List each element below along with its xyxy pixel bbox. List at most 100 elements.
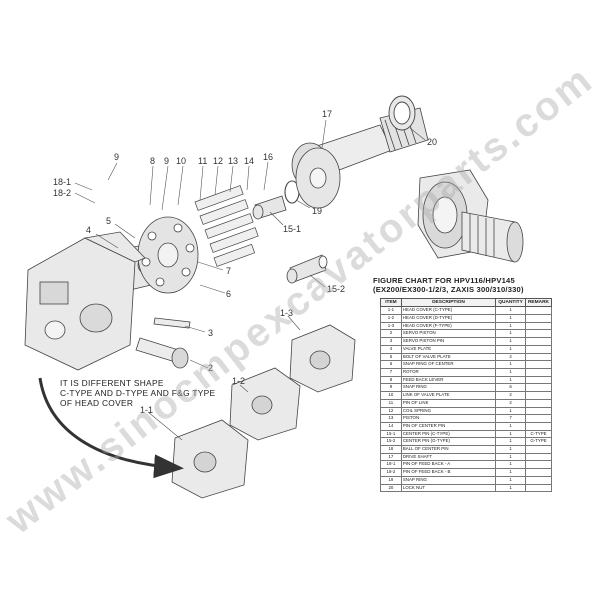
callout-19: 19 [312, 206, 322, 216]
cell-description: SERVO PISTON PIN [400, 337, 497, 346]
pump-body-drawing [417, 169, 524, 263]
callout-11: 11 [198, 156, 207, 166]
cell-quantity: 1 [495, 421, 527, 431]
callout-15-2: 15-2 [327, 284, 345, 294]
callout-16: 16 [263, 152, 273, 162]
cell-quantity: 1 [495, 460, 527, 470]
cell-remark [525, 375, 552, 385]
cell-quantity: 1 [495, 445, 527, 454]
callout-labels: 9 18-1 18-2 8 9 10 11 12 13 14 16 17 20 … [53, 109, 437, 415]
callout-5: 5 [106, 216, 111, 226]
cell-quantity: 1 [495, 329, 527, 339]
cell-description: DRIVE SHAFT [400, 452, 497, 462]
callout-8: 8 [150, 156, 155, 166]
cell-description: HEAD COVER (C-TYPE) [400, 306, 497, 316]
callout-1-3: 1-3 [280, 308, 293, 318]
cell-quantity: 7 [495, 414, 527, 423]
callout-1-2: 1-2 [232, 376, 245, 386]
cell-remark [525, 406, 552, 416]
callout-4: 4 [86, 225, 91, 235]
cell-quantity: 6 [495, 383, 527, 393]
cell-item: 11 [380, 398, 402, 408]
cell-remark [525, 468, 552, 477]
figure-chart-heading: FIGURE CHART FOR HPV116/HPV145 (EX200/EX… [373, 276, 558, 294]
cell-quantity: 1 [495, 468, 527, 477]
cell-quantity: 1 [495, 321, 527, 331]
cell-remark [525, 352, 552, 362]
cell-description: HEAD COVER (F-TYPE) [400, 321, 497, 331]
cell-quantity: 2 [495, 398, 527, 408]
cell-quantity: 1 [495, 375, 527, 385]
cell-remark [525, 483, 552, 493]
cell-item: 3 [380, 337, 402, 346]
cell-remark [525, 337, 552, 346]
cell-remark [525, 445, 552, 454]
cell-description: SNAP RING [400, 383, 497, 393]
note-line-1: IT IS DIFFERENT SHAPE [60, 378, 164, 388]
callout-9b: 9 [164, 156, 169, 166]
figure-chart-title: FIGURE CHART FOR HPV116/HPV145 [373, 276, 515, 285]
cell-item: 1-1 [380, 306, 402, 316]
cell-remark [525, 460, 552, 470]
cell-quantity: 2 [495, 391, 527, 400]
cell-description: LOCK NUT [400, 483, 497, 493]
callout-1-1: 1-1 [140, 405, 153, 415]
head-cover-d-type-drawing [229, 367, 301, 441]
cell-quantity: 1 [495, 337, 527, 346]
cell-remark [525, 360, 552, 369]
cell-item: 1-3 [380, 321, 402, 331]
cell-item: 18-1 [380, 460, 402, 470]
cell-remark [525, 398, 552, 408]
callout-7: 7 [226, 266, 231, 276]
cell-quantity: 1 [495, 314, 527, 323]
cell-item: 18-2 [380, 468, 402, 477]
cell-item: 19 [380, 475, 402, 485]
figure-chart-subtitle: (EX200/EX300-1/2/3, ZAXIS 300/310/330) [373, 285, 524, 294]
cell-item: 17 [380, 452, 402, 462]
note-line-3: OF HEAD COVER [60, 398, 134, 408]
cell-item: 20 [380, 483, 402, 493]
head-cover-c-type-drawing [171, 419, 249, 499]
cell-description: PIN OF CENTER PIN [400, 421, 497, 431]
cell-remark [525, 475, 552, 485]
head-cover-f-type-drawing [289, 324, 356, 393]
cell-quantity: 1 [495, 475, 527, 485]
cell-item: 6 [380, 360, 402, 369]
cell-item: 5 [380, 352, 402, 362]
callout-18-2: 18-2 [53, 188, 71, 198]
cell-remark: G-TYPE [525, 437, 552, 447]
cell-quantity: 1 [495, 483, 527, 493]
head-cover-note: IT IS DIFFERENT SHAPE C-TYPE AND D-TYPE … [60, 378, 215, 408]
leader-lines [74, 119, 426, 441]
lock-nut-drawing [388, 95, 416, 131]
callout-20: 20 [427, 137, 437, 147]
cell-description: CENTER PIN (G-TYPE) [400, 437, 497, 447]
cell-remark [525, 383, 552, 393]
cell-item: 1-2 [380, 314, 402, 323]
callout-14: 14 [244, 156, 254, 166]
pump-housing-drawing [24, 231, 146, 371]
column-header-description: DESCRIPTION [400, 297, 497, 308]
cell-item: 9 [380, 383, 402, 393]
cell-remark [525, 321, 552, 331]
cell-quantity: 1 [495, 406, 527, 416]
cell-quantity: 1 [495, 306, 527, 316]
cell-description: COIL SPRING [400, 406, 497, 416]
cell-description: BALL OF CENTER PIN [400, 445, 497, 454]
